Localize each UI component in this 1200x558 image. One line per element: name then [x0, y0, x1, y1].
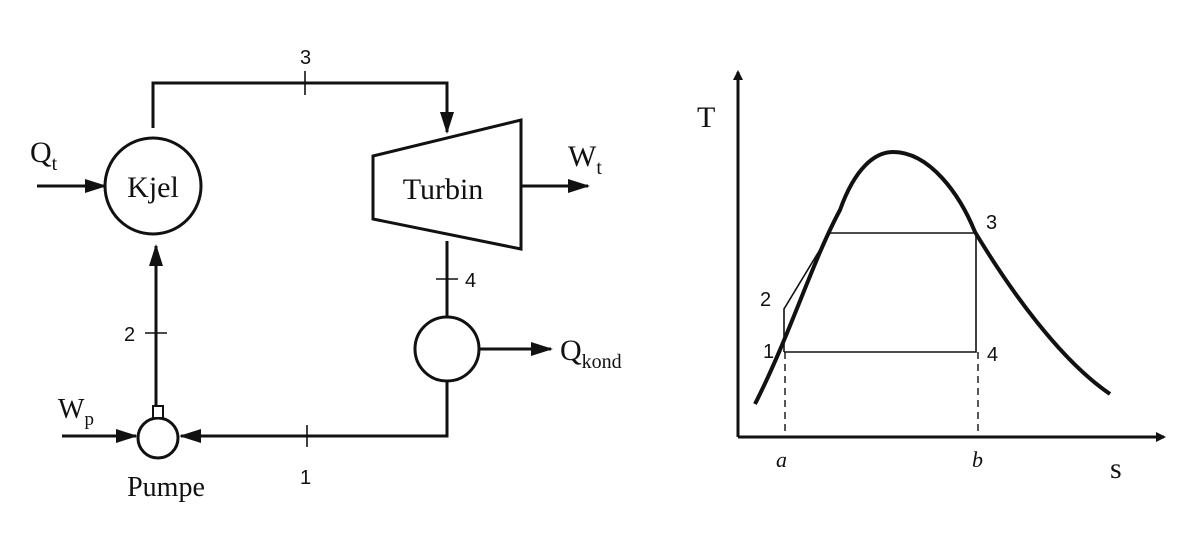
pump-outlet: [152, 405, 164, 419]
turbine-work-label: Wt: [568, 140, 602, 179]
pump: Pumpe: [127, 405, 205, 503]
point-4-label: 4: [987, 344, 998, 366]
boiler-label: Kjel: [127, 171, 179, 204]
state-1-label: 1: [300, 467, 311, 489]
cycle-schematic: 3 Kjel Qt Turbin Wt 4 Qkond 1: [30, 47, 622, 503]
pump-label: Pumpe: [127, 472, 205, 503]
condenser-circle: [413, 315, 481, 383]
state-2-label: 2: [124, 324, 135, 346]
state-3-label: 3: [300, 47, 311, 69]
tick-a-label: a: [776, 447, 787, 472]
pump-circle: [136, 416, 180, 460]
pipe-boiler-to-turbine: [151, 81, 454, 134]
heat-input-label: Qt: [30, 136, 58, 175]
point-3-label: 3: [986, 212, 997, 234]
heat-output-label: Qkond: [560, 334, 622, 373]
boiler: Kjel: [103, 136, 203, 236]
turbine-shape: [371, 118, 523, 251]
tick-b-label: b: [972, 447, 983, 472]
ts-diagram: T s 3 2 1 4 a b: [697, 70, 1166, 485]
saturation-dome: [753, 149, 1112, 405]
pump-work-label: Wp: [58, 394, 94, 430]
state-4-label: 4: [465, 270, 476, 292]
t-axis-label: T: [697, 101, 715, 134]
turbine: Turbin: [371, 118, 523, 251]
s-axis-label: s: [1110, 452, 1122, 485]
turbine-label: Turbin: [403, 173, 484, 206]
pipe-condenser-to-pump: [179, 381, 449, 443]
point-2-label: 2: [760, 289, 771, 311]
cycle-path: [783, 232, 977, 353]
point-1-label: 1: [763, 341, 774, 363]
